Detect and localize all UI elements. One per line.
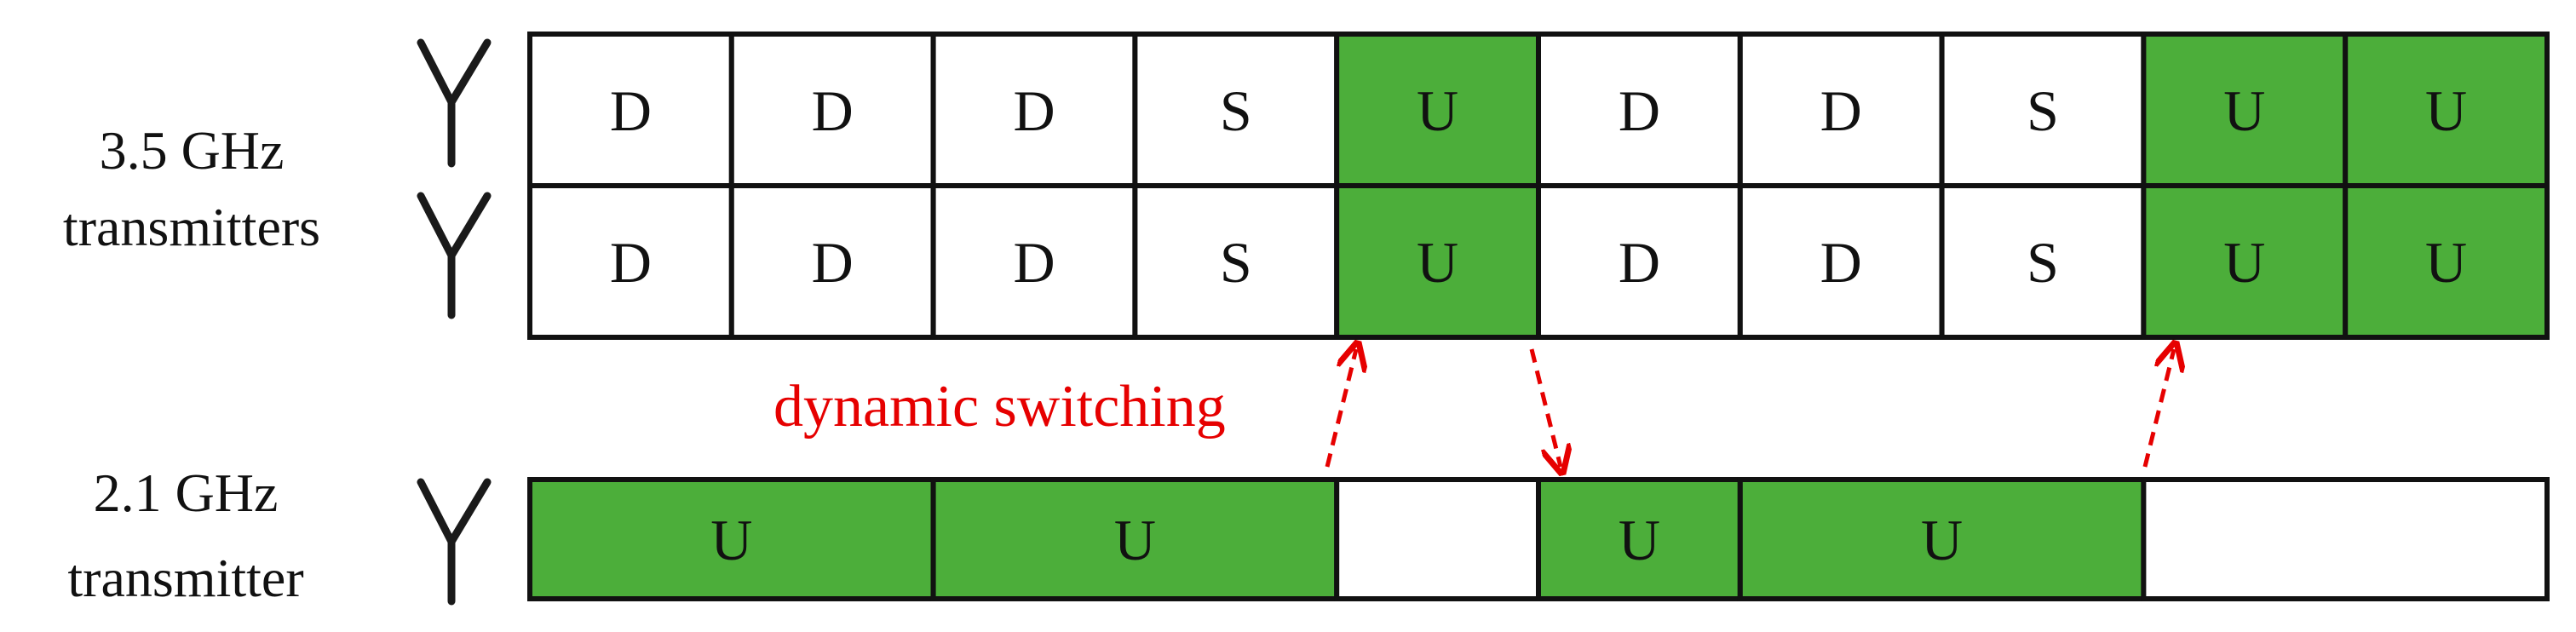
slot-label: S: [2027, 230, 2059, 295]
switching-arrows: [1325, 348, 2174, 468]
slot-box: [527, 32, 734, 188]
slot-uplink: U: [2343, 32, 2550, 188]
slot-uplink: U: [527, 477, 936, 601]
slot-label: U: [1921, 508, 1963, 572]
slot-label: D: [1820, 78, 1862, 143]
slot-downlink: D: [728, 183, 936, 340]
slot-label: U: [1114, 508, 1156, 572]
slot-label: S: [1220, 230, 1252, 295]
slot-label: U: [1417, 230, 1458, 295]
slot-special: S: [1132, 32, 1340, 188]
slot-box: [1737, 477, 2147, 601]
slot-label: D: [1619, 230, 1660, 295]
antenna-icon: [417, 192, 492, 319]
slot-downlink: D: [1536, 32, 1743, 188]
slot-box: [1536, 183, 1743, 340]
slot-label: D: [812, 230, 854, 295]
band-35-label-line1: 3.5 GHz: [100, 120, 285, 181]
slot-label: U: [2425, 78, 2467, 143]
slot-box: [1939, 183, 2147, 340]
antenna-icon: [417, 478, 492, 606]
slot-box: [930, 32, 1138, 188]
slot-label: D: [1013, 230, 1055, 295]
switch-arrow-up: [1325, 349, 1356, 468]
antenna-icon: [417, 38, 492, 168]
slot-label: D: [1820, 230, 1862, 295]
slot-uplink: U: [1334, 183, 1541, 340]
slot-label: D: [1013, 78, 1055, 143]
switch-arrow-up: [2142, 349, 2174, 468]
slot-box: [1334, 477, 1541, 601]
slot-label: D: [610, 78, 652, 143]
slot-box: [930, 477, 1340, 601]
slot-downlink: D: [527, 32, 734, 188]
slot-uplink: U: [2141, 183, 2349, 340]
slot-special: S: [1132, 183, 1340, 340]
slot-label: U: [2223, 78, 2265, 143]
slot-box: [1737, 183, 1945, 340]
slot-label: U: [2425, 230, 2467, 295]
slot-label: S: [2027, 78, 2059, 143]
slot-uplink: U: [1737, 477, 2147, 601]
slot-downlink: D: [930, 183, 1138, 340]
band-21-label-line1: 2.1 GHz: [94, 463, 279, 523]
slot-box: [728, 32, 936, 188]
switch-arrow-down: [1529, 348, 1561, 467]
slot-box: [2141, 477, 2550, 601]
slot-empty: [1334, 477, 1541, 601]
slot-label: D: [1619, 78, 1660, 143]
slot-label: D: [812, 78, 854, 143]
slot-label: U: [1417, 78, 1458, 143]
slot-box: [2141, 183, 2349, 340]
slot-box: [930, 183, 1138, 340]
band-35-label-line2: transmitters: [63, 197, 320, 257]
slot-box: [527, 477, 936, 601]
slot-box: [1939, 32, 2147, 188]
slot-downlink: D: [1536, 183, 1743, 340]
slot-uplink: U: [2141, 32, 2349, 188]
slot-downlink: D: [1737, 32, 1945, 188]
slot-downlink: D: [930, 32, 1138, 188]
slot-box: [1334, 183, 1541, 340]
slot-downlink: D: [1737, 183, 1945, 340]
slot-uplink: U: [1536, 477, 1743, 601]
slot-box: [2343, 183, 2550, 340]
slot-uplink: U: [2343, 183, 2550, 340]
slot-downlink: D: [527, 183, 734, 340]
slot-box: [728, 183, 936, 340]
band-21-label-line2: transmitter: [67, 548, 303, 608]
slot-uplink: U: [1334, 32, 1541, 188]
slot-box: [1536, 477, 1743, 601]
slot-label: U: [2223, 230, 2265, 295]
slot-label: D: [610, 230, 652, 295]
dynamic-switching-label: dynamic switching: [773, 374, 1226, 440]
slot-box: [527, 183, 734, 340]
slot-box: [2141, 32, 2349, 188]
slot-uplink: U: [930, 477, 1340, 601]
slot-label: U: [1619, 508, 1660, 572]
slot-special: S: [1939, 32, 2147, 188]
slot-box: [2343, 32, 2550, 188]
slot-label: S: [1220, 78, 1252, 143]
slot-label: U: [710, 508, 752, 572]
slot-box: [1132, 183, 1340, 340]
slot-special: S: [1939, 183, 2147, 340]
slot-empty: [2141, 477, 2550, 601]
slot-downlink: D: [728, 32, 936, 188]
